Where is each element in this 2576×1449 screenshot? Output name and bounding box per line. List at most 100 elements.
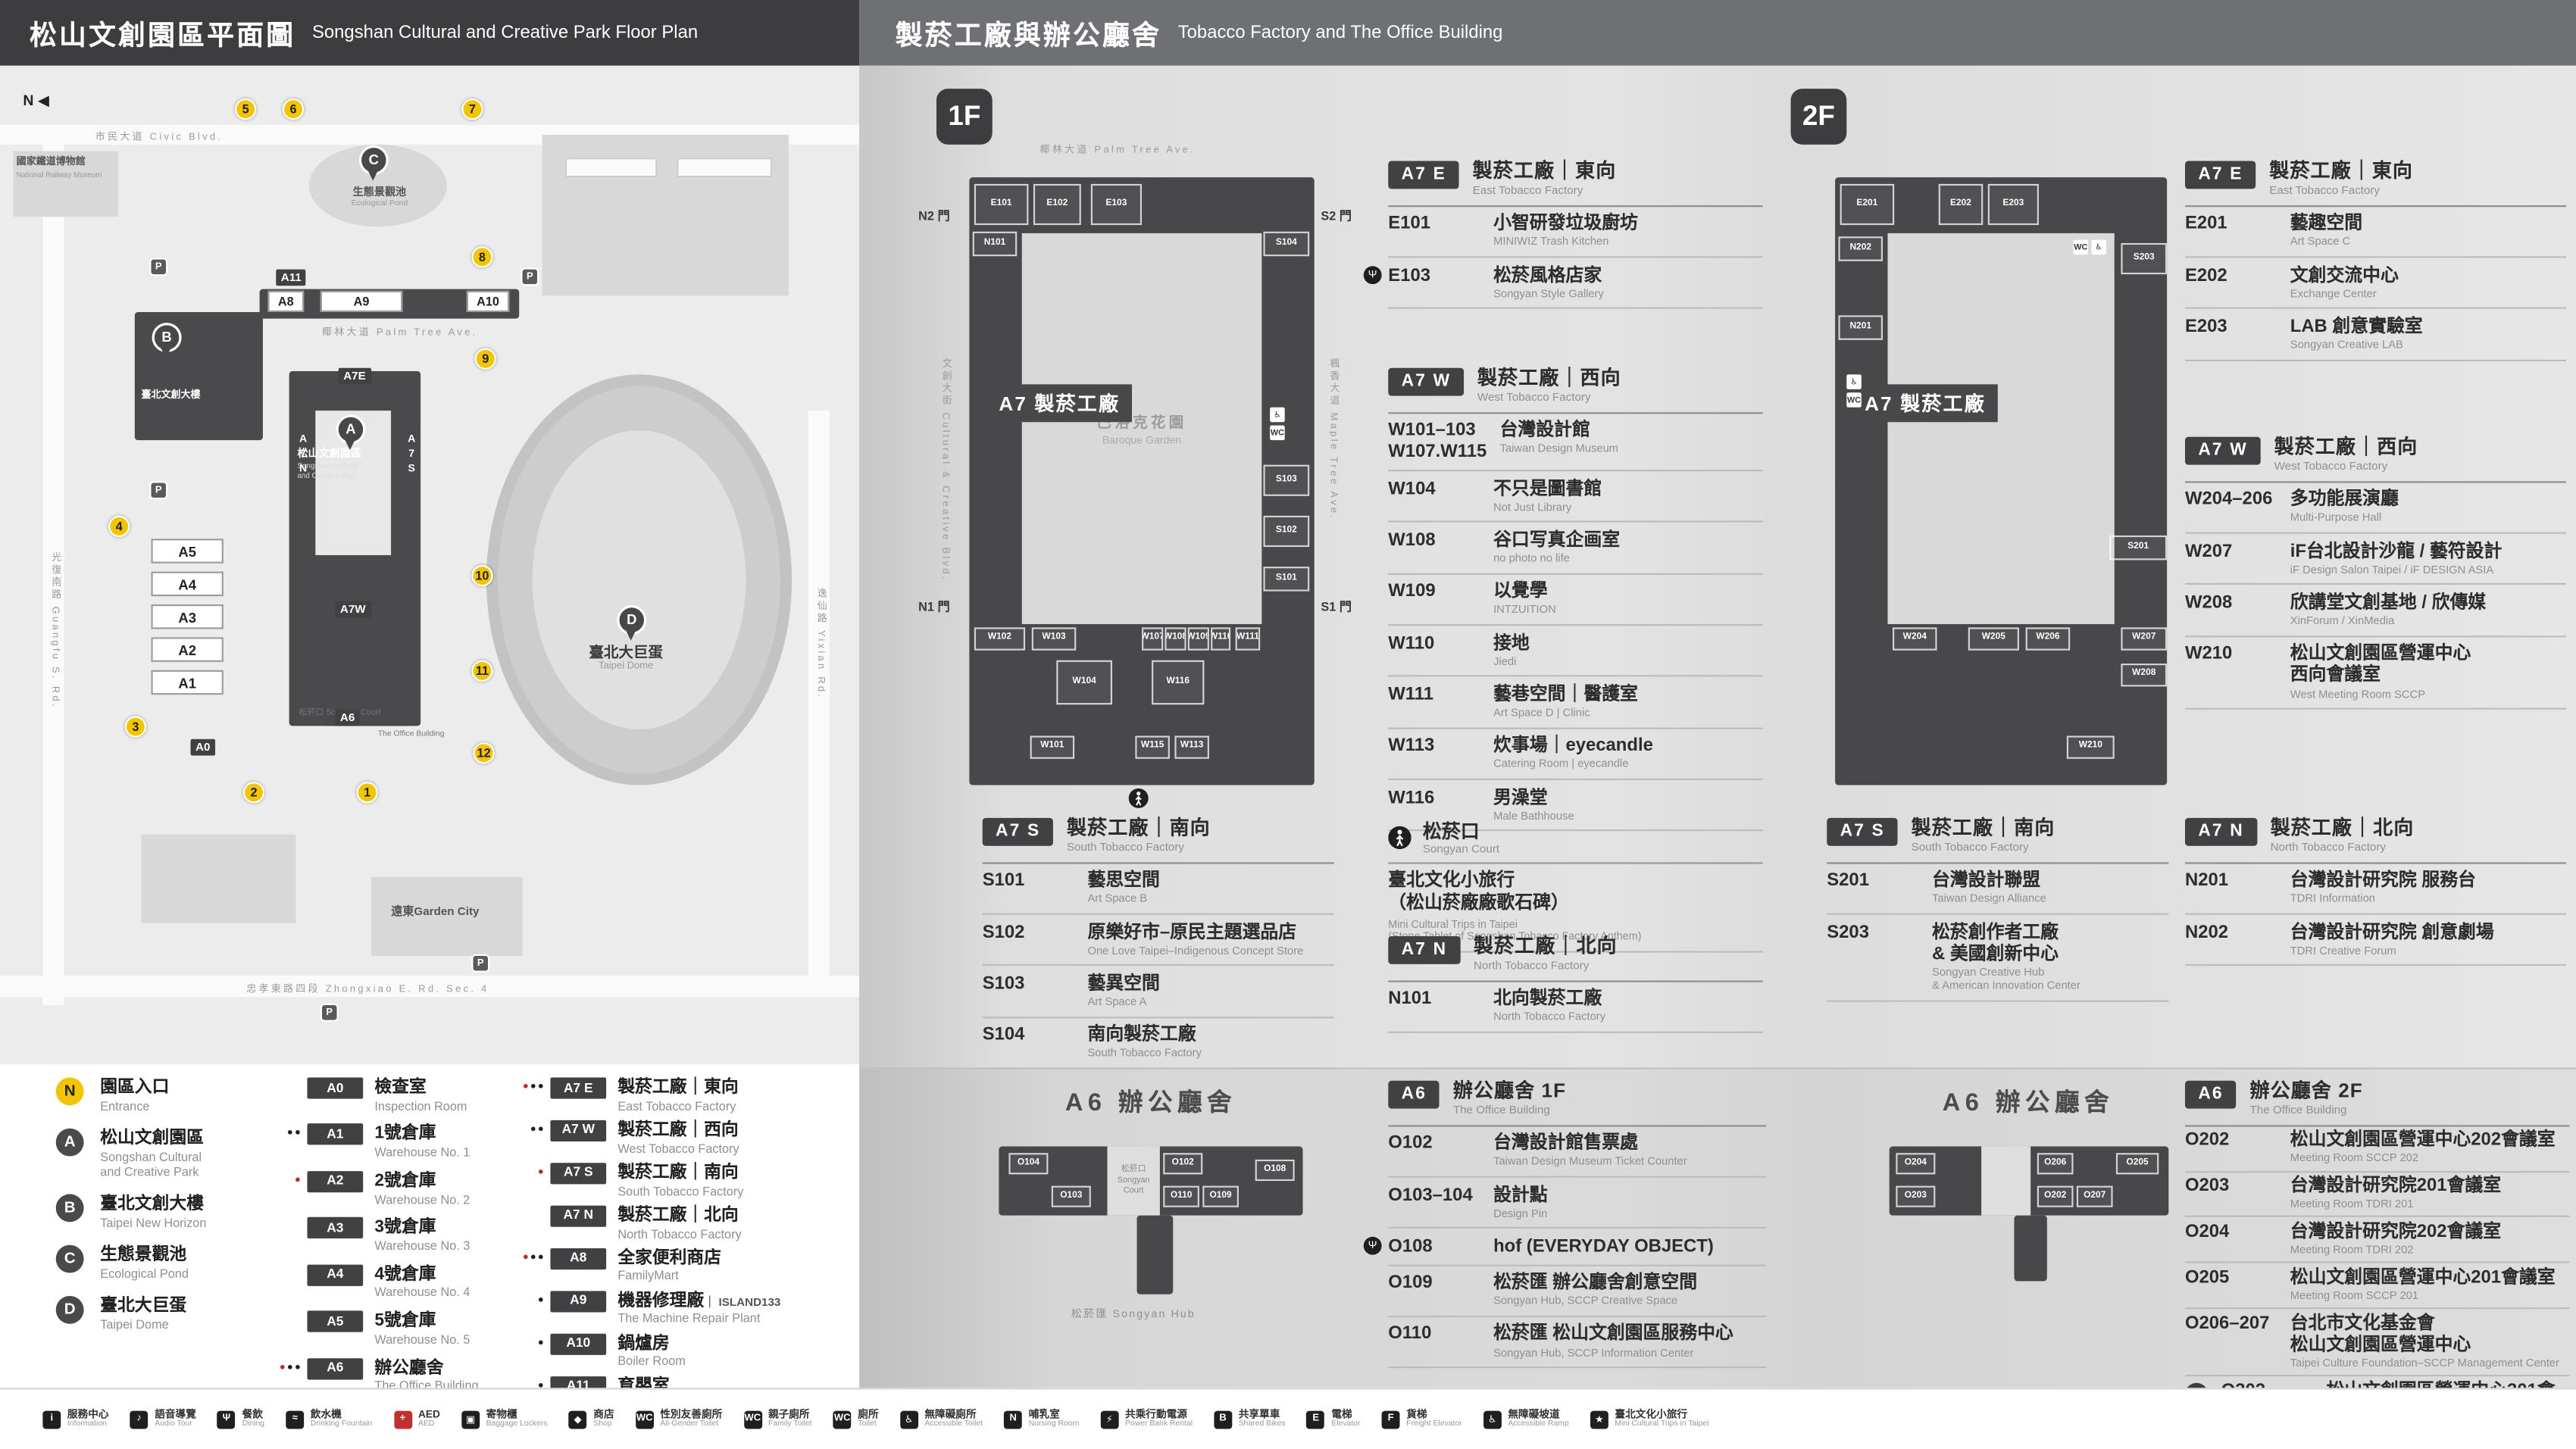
a6-court-gap-2f [1981,1146,2031,1216]
legend-zh: 全家便利商店 [617,1248,721,1268]
amenity-icon: ▣ [461,1410,480,1429]
gate-s1: S1 門 [1321,599,1352,614]
dining-icon: Ψ [1363,1237,1382,1256]
map-tag-a0: A0 [190,739,215,756]
plan-room: O207 [2076,1185,2113,1207]
legend-row-icons: ●●● [506,1248,551,1269]
room-code: O206–207 [2184,1313,2270,1333]
amenity-label: 臺北文化小旅行 Mini Cultural Trips in Taipei [1615,1408,1709,1429]
map-pin-letter: A [338,417,364,442]
room-code: O203 [2184,1176,2230,1196]
legend-marker-row: C 生態景觀池 Ecological Pond [55,1245,306,1282]
plan-room: E202 [1938,183,1984,226]
room-code: E203 [2184,317,2227,337]
legend-zh: 1號倉庫 [374,1124,436,1145]
plan-room: W208 [2121,664,2168,687]
section-tag: A7 N [1388,935,1461,963]
amenity-icon: i [42,1410,61,1429]
entrance-marker: 1 [356,782,378,804]
legend-code: A6 [307,1357,364,1380]
room-code: E101 [1388,214,1431,234]
legend-en: The Machine Repair Plant [617,1311,761,1326]
legend-marker-text: 生態景觀池 Ecological Pond [100,1245,305,1282]
pedestrian-icon [1388,825,1411,848]
legend-zh: 2號倉庫 [374,1170,436,1191]
legend-row-icons: ● [506,1376,551,1397]
footer-item: ▣ 寄物櫃 Baggage Lockers [461,1409,548,1430]
footer-item: ♪ 語音導覽 Audio Tour [130,1409,196,1430]
plan-room: W116 [1152,660,1205,705]
road-bottom [0,976,860,998]
legend-code: A5 [307,1311,364,1333]
legend-row: A3 3號倉庫 Warehouse No. 3 [263,1217,509,1254]
amenity-icons: ●● [286,1363,302,1373]
legend-row: ●●● A8 全家便利商店 FamilyMart [506,1248,855,1285]
amenity-label: 語音導覽 Audio Tour [155,1408,196,1429]
road-left [42,124,64,1006]
map-warehouse-label: A3 [151,604,224,629]
legend-row-icons: ● [506,1291,551,1312]
room-code: W208 [2184,592,2233,613]
plan-room: O205 [2115,1153,2159,1175]
amenity-label: 無障礙坡道 Accessible Ramp [1508,1408,1569,1429]
north-indicator: N ◀ [23,92,49,110]
park-label: 松山文創園區 Songshan Cultural and Creative Pa… [297,448,362,479]
room-code: S101 [982,870,1025,891]
legend-column-b: ●●● A7 E 製菸工廠｜東向 East Tobacco Factory ●●… [506,1077,855,1418]
map-warehouse-label: A5 [151,539,224,564]
legend-code: A3 [307,1217,364,1239]
amenities-footer: i 服務中心 Information ♪ 語音導覽 Audio Tour Ψ 餐… [0,1388,2576,1449]
legend-zh: 製菸工廠｜西向 [617,1120,739,1140]
legend-code: A4 [307,1264,364,1286]
plan-room: E103 [1090,183,1143,226]
legend-row-icons: ●●● [263,1358,308,1379]
plan-room: W110 [1211,627,1231,651]
floor-badge-1f: 1F [936,89,993,145]
room-code: W113 [1388,736,1435,757]
street-zhongxiao: 忠孝東路四段 Zhongxiao E. Rd. Sec. 4 [246,985,489,996]
amenity-icon: WC [635,1410,654,1429]
footer-item: E 電梯 Elevator [1306,1409,1361,1430]
legend-row: ● A10 鍋爐房 Boiler Room [506,1333,855,1369]
amenity-label: 無障礙廁所 Accessible Toilet [924,1408,983,1429]
legend-en: East Tobacco Factory [617,1098,736,1113]
plan-room: E201 [1840,183,1895,226]
map-tag-a7n: A7N [297,433,309,479]
northeast-block-label-box [677,158,773,178]
recycle-icon: ● [522,1253,530,1263]
amenity-icon: F [1381,1410,1400,1429]
legend-marker-badge: N [55,1077,84,1106]
plan-room: O202 [2037,1185,2074,1207]
map-warehouse-label: A2 [151,637,224,662]
right-title-en: Tobacco Factory and The Office Building [1177,23,1503,43]
plan-room: O206 [2037,1153,2074,1175]
legend-text: 2號倉庫 Warehouse No. 2 [374,1171,509,1207]
legend-text: 製菸工廠｜北向 North Tobacco Factory [617,1205,854,1241]
room-code: N101 [1388,988,1432,1009]
legend-marker-row: D 臺北大巨蛋 Taipei Dome [55,1296,306,1332]
entrance-marker: 7 [461,98,483,120]
southwest-block [141,834,296,923]
